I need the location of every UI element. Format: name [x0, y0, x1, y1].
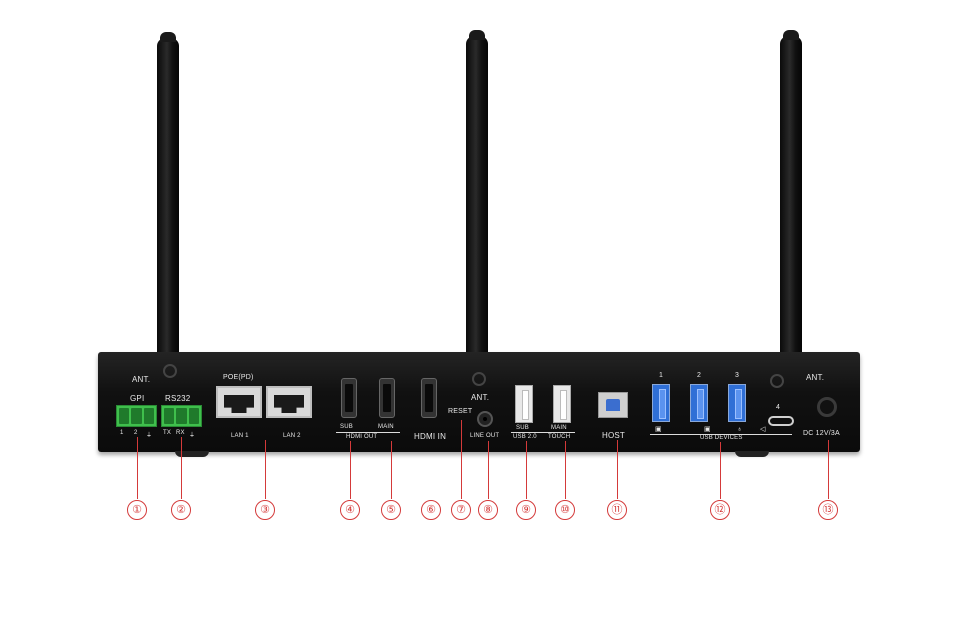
- usb2-touch-label: TOUCH: [548, 434, 571, 440]
- lan1-label: LAN 1: [231, 433, 249, 439]
- ant-label-right: ANT.: [806, 373, 825, 382]
- leader-line-9: [526, 441, 527, 499]
- callout-12: ⑫: [710, 500, 730, 520]
- antenna-right: [780, 30, 802, 372]
- panel-foot-left: [175, 451, 209, 457]
- gpi-pin-2: 2: [134, 430, 138, 436]
- hdmi-in-port[interactable]: [421, 378, 437, 418]
- dc-power-label: DC 12V/3A: [803, 430, 840, 437]
- antenna-center: [466, 30, 488, 372]
- callout-13: ⑬: [818, 500, 838, 520]
- line-out-jack[interactable]: [477, 411, 493, 427]
- leader-line-11: [617, 440, 618, 499]
- camera-icon: ▣: [704, 426, 711, 433]
- usb-device-num-1: 1: [659, 372, 664, 379]
- hdmi-out-main-port[interactable]: [379, 378, 395, 418]
- antenna-connector-center: [472, 372, 486, 386]
- callout-8: ⑧: [478, 500, 498, 520]
- callout-4: ④: [340, 500, 360, 520]
- usb2-group-bar: [511, 432, 575, 433]
- poe-label: POE(PD): [223, 374, 254, 381]
- callout-10: ⑩: [555, 500, 575, 520]
- gpi-pin-ground: ⏚: [146, 433, 153, 439]
- usb-devices-group-bar: [650, 434, 792, 435]
- panel-foot-right: [735, 451, 769, 457]
- callout-7: ⑦: [451, 500, 471, 520]
- antenna-connector-left: [163, 364, 177, 378]
- leader-line-8: [488, 441, 489, 499]
- rs232-pin-rx: RX: [176, 430, 185, 436]
- antenna-left: [157, 32, 179, 368]
- callout-9: ⑨: [516, 500, 536, 520]
- leader-line-13: [828, 440, 829, 499]
- callout-1: ①: [127, 500, 147, 520]
- leader-line-7: [461, 420, 462, 499]
- rs232-pin-tx: TX: [163, 430, 172, 436]
- usb-device-port-2[interactable]: [690, 384, 708, 422]
- host-label: HOST: [602, 431, 626, 440]
- callout-3: ③: [255, 500, 275, 520]
- usb-c-port[interactable]: [768, 416, 794, 426]
- usb-device-num-2: 2: [697, 372, 702, 379]
- rs232-terminal-block[interactable]: [161, 405, 202, 427]
- usb2-main-label: MAIN: [551, 425, 567, 431]
- leader-line-5: [391, 441, 392, 499]
- microphone-icon: ♁: [737, 426, 743, 433]
- ant-label-left: ANT.: [132, 375, 151, 384]
- usb-device-num-3: 3: [735, 372, 740, 379]
- hdmi-out-sub-label: SUB: [340, 424, 353, 430]
- leader-line-1: [137, 437, 138, 499]
- leader-line-2: [181, 437, 182, 499]
- rs232-pin-ground: ⏚: [189, 433, 196, 439]
- usb2-touch-main-port[interactable]: [553, 385, 571, 423]
- usb2-sub-port[interactable]: [515, 385, 533, 423]
- gpi-terminal-block[interactable]: [116, 405, 157, 427]
- usb-devices-group-label: USB DEVICES: [700, 435, 743, 441]
- hdmi-out-main-label: MAIN: [378, 424, 394, 430]
- dc-power-jack[interactable]: [817, 397, 837, 417]
- gpi-pin-1: 1: [120, 430, 124, 436]
- rs232-label: RS232: [165, 394, 191, 403]
- usb2-sub-label: SUB: [516, 425, 529, 431]
- lan2-port[interactable]: [266, 386, 312, 418]
- leader-line-12: [720, 442, 721, 499]
- hdmi-out-group-bar: [336, 432, 400, 433]
- camera-icon: ▣: [655, 426, 662, 433]
- reset-label: RESET: [448, 408, 473, 415]
- lan1-port[interactable]: [216, 386, 262, 418]
- usb-device-port-3[interactable]: [728, 384, 746, 422]
- callout-11: ⑪: [607, 500, 627, 520]
- antenna-connector-right: [770, 374, 784, 388]
- leader-line-3: [265, 440, 266, 499]
- gpi-label: GPI: [130, 394, 145, 403]
- hdmi-out-sub-port[interactable]: [341, 378, 357, 418]
- leader-line-4: [350, 441, 351, 499]
- ant-label-center: ANT.: [471, 393, 490, 402]
- callout-6: ⑥: [421, 500, 441, 520]
- usb2-group-label: USB 2.0: [513, 434, 537, 440]
- leader-line-10: [565, 441, 566, 499]
- usb-device-port-1[interactable]: [652, 384, 670, 422]
- speaker-icon: ◁: [760, 426, 766, 433]
- lan2-label: LAN 2: [283, 433, 301, 439]
- hdmi-in-label: HDMI IN: [414, 432, 447, 441]
- usb-device-num-4: 4: [776, 404, 781, 411]
- hdmi-out-group-label: HDMI OUT: [346, 434, 378, 440]
- callout-2: ②: [171, 500, 191, 520]
- line-out-label: LINE OUT: [470, 433, 500, 439]
- callout-5: ⑤: [381, 500, 401, 520]
- usb-host-port[interactable]: [598, 392, 628, 418]
